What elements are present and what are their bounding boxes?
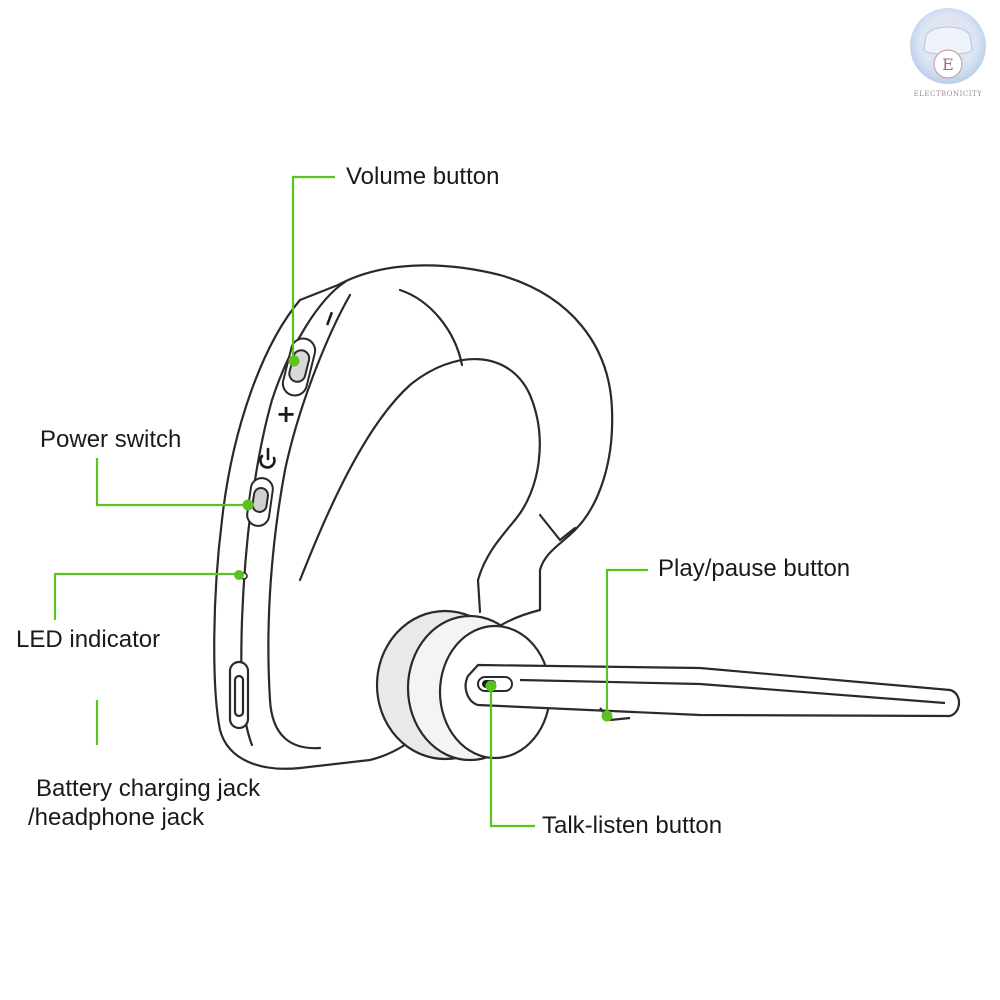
headset-stem-2 (476, 578, 482, 614)
headset-inner-edge (267, 293, 352, 750)
power-dot (242, 499, 254, 511)
charging-jack-inner (233, 674, 245, 718)
charging-jack-shape (228, 660, 250, 730)
power-switch-shape (246, 477, 274, 527)
power-switch-key (251, 487, 269, 513)
volume-dot (288, 355, 300, 367)
play-pause-dot (601, 710, 613, 722)
headset-stem (538, 513, 577, 542)
led-leader-dot (234, 570, 244, 580)
microphone-boom (464, 663, 961, 722)
headset-hook-inner-2 (398, 288, 464, 367)
play-pause-button-label: Play/pause button (658, 555, 851, 582)
volume-rocker (281, 337, 317, 397)
logo-text: ELECTRONICITY (914, 90, 983, 98)
talk-listen-leader (489, 686, 535, 828)
battery-jack-label-line2: /headphone jack (28, 804, 205, 831)
electronicity-logo: E ELECTRONICITY (906, 6, 990, 100)
power-icon (259, 447, 276, 469)
volume-minus-mark: − (315, 306, 345, 332)
leader-dots (234, 355, 613, 722)
leader-lines (53, 175, 648, 828)
power-switch-label: Power switch (40, 426, 182, 453)
logo-graphic: E ELECTRONICITY (910, 8, 986, 98)
talk-listen-button-label: Talk-listen button (542, 812, 723, 839)
logo-letter: E (942, 55, 954, 74)
talk-listen-dot (485, 680, 497, 692)
boom-arm (464, 663, 961, 718)
led-leader (53, 572, 238, 620)
power-leader (95, 458, 246, 507)
boom-ridge (519, 678, 946, 705)
battery-jack-label-line1: Battery charging jack (36, 775, 261, 802)
volume-plus-mark: + (276, 400, 296, 428)
battery-jack-label: Battery charging jack /headphone jack (28, 774, 260, 832)
headset-hook-inner (298, 357, 541, 582)
play-pause-leader (605, 568, 648, 716)
volume-leader (291, 175, 335, 360)
led-indicator-label: LED indicator (16, 626, 161, 653)
volume-button-label: Volume button (346, 163, 500, 190)
